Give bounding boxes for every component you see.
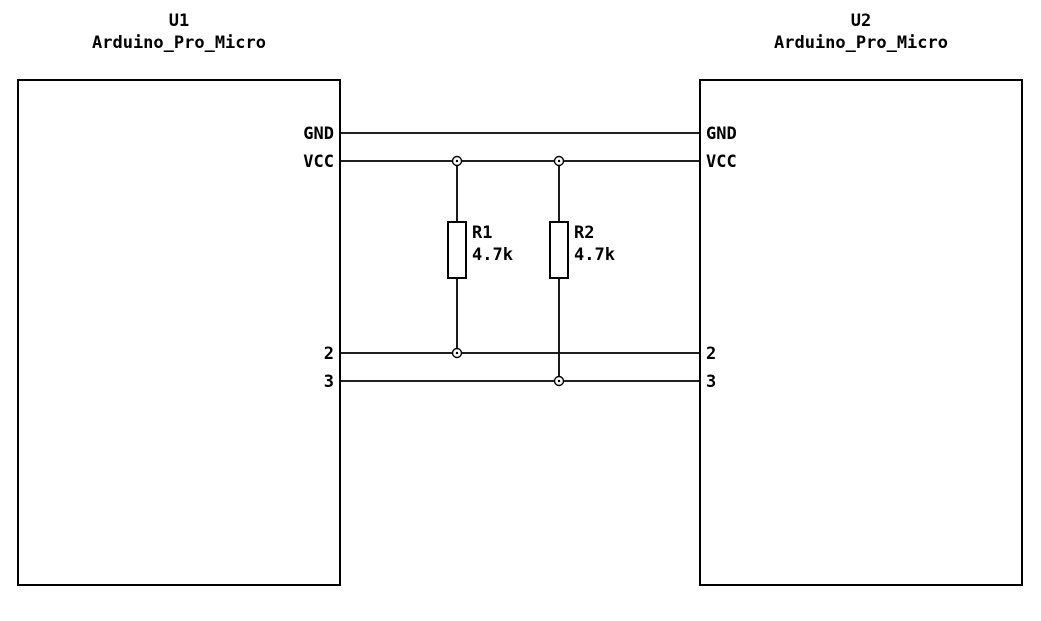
u1-pin-label-vcc: VCC — [303, 152, 334, 172]
resistor-r2-body — [549, 221, 569, 279]
junction-r2-vcc-icon — [553, 155, 565, 167]
component-u1-ref: U1 — [169, 11, 189, 31]
resistor-r1-ref: R1 — [472, 223, 492, 243]
component-u1-value: Arduino_Pro_Micro — [92, 33, 266, 53]
junction-r1-pin2-icon — [451, 347, 463, 359]
resistor-r2-value: 4.7k — [574, 245, 615, 265]
u2-pin-label-gnd: GND — [706, 124, 737, 144]
resistor-r1-body — [447, 221, 467, 279]
component-u2-value: Arduino_Pro_Micro — [774, 33, 948, 53]
junction-r1-vcc-icon — [451, 155, 463, 167]
u1-pin-label-3: 3 — [324, 372, 334, 392]
u2-pin-label-3: 3 — [706, 372, 716, 392]
u1-pin-label-2: 2 — [324, 344, 334, 364]
junction-r2-pin3-icon — [553, 375, 565, 387]
component-u1-body — [17, 79, 341, 586]
resistor-r1-value: 4.7k — [472, 245, 513, 265]
component-u2-body — [699, 79, 1023, 586]
u1-pin-label-gnd: GND — [303, 124, 334, 144]
u2-pin-label-2: 2 — [706, 344, 716, 364]
resistor-r2-ref: R2 — [574, 223, 594, 243]
component-u2-ref: U2 — [851, 11, 871, 31]
u2-pin-label-vcc: VCC — [706, 152, 737, 172]
